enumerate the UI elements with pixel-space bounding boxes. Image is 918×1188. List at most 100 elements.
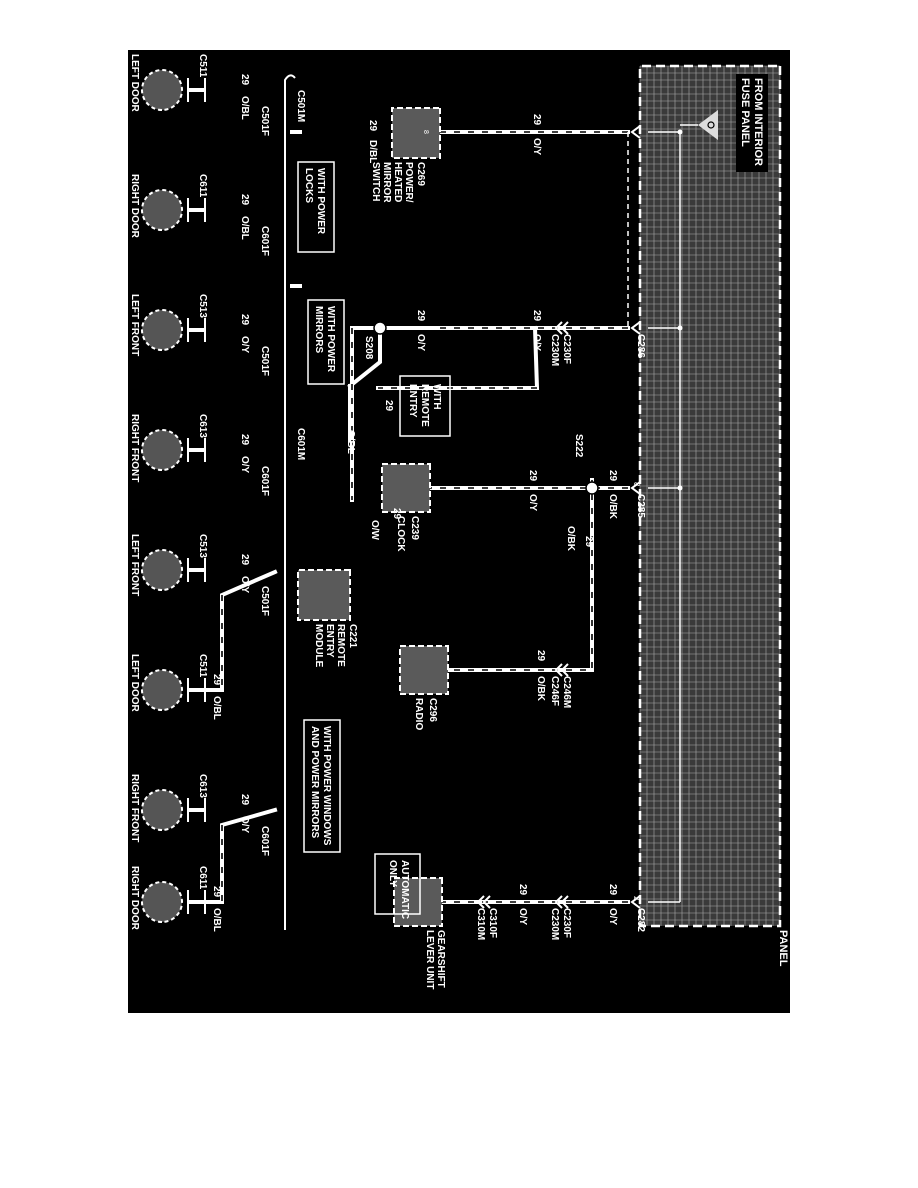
lamp-label: LEFT DOORKEY CYLINDER LAMP <box>118 54 140 160</box>
lamp-bulbs <box>141 69 183 923</box>
option-boxes <box>297 161 451 915</box>
option-power-mirrors: WITH POWERMIRRORS <box>313 306 336 373</box>
lamp-left-door-key-cylinder-2 <box>141 669 183 711</box>
lamp-connector-label: C611 <box>197 174 208 198</box>
wire-color-code: O/BL <box>239 216 250 240</box>
connector-label-c246m: C246M <box>561 676 572 708</box>
gearshift-lever-unit-label: GEARSHIFTLEVER UNIT <box>424 930 446 989</box>
splice-s208 <box>373 321 387 335</box>
circuit-number: 29 <box>239 554 250 566</box>
diagram-rotated-frame: FROM INTERIORFUSE PANEL INTERIORFUSEPANE… <box>118 54 813 989</box>
lamp-connector-label: C501F <box>259 106 270 136</box>
connector-label-c501m: C501M <box>295 90 306 122</box>
wire-color-code: O/BK <box>607 494 618 520</box>
wire-color-code: O/Y <box>239 336 250 354</box>
circuit-number: 29 <box>383 400 394 412</box>
wire-color-code: O/BL <box>211 908 222 932</box>
circuit-number: 29 <box>527 470 538 482</box>
bus-bar <box>284 74 296 930</box>
circuit-number: 29 <box>211 886 222 898</box>
lamp-connector-label: C611 <box>197 866 208 890</box>
wire-color-code: O/BL <box>345 430 356 454</box>
wire-dashes <box>221 131 628 903</box>
connector-label-c230f: C230F <box>561 334 572 364</box>
connector-label-c239: C239 <box>409 516 420 540</box>
option-remote-entry: WITHREMOTEENTRY <box>407 384 442 427</box>
circuit-number: 29 <box>391 508 402 520</box>
circuit-number: 29 <box>607 470 618 482</box>
wire-color-code: O/BK <box>535 676 546 702</box>
circuit-number: 29 <box>211 674 222 686</box>
lamp-right-door-key-cylinder <box>141 189 183 231</box>
wire-color-code: O/BK <box>565 526 576 552</box>
circuit-number: 29 <box>531 114 542 126</box>
remote-entry-module-label: REMOTEENTRYMODULE <box>313 624 346 668</box>
wire-color-code: O/Y <box>607 908 618 926</box>
connector-label-c221: C221 <box>347 624 358 648</box>
connector-label-c310f: C310F <box>487 908 498 938</box>
circuit-number: 29 <box>415 310 426 322</box>
lamp-label: RIGHT FRONTUNDER DOOR LAMP <box>118 774 140 874</box>
circuit-number: 29 <box>367 120 378 132</box>
remote-entry-module-component <box>297 569 351 621</box>
lamp-connector-label: C601F <box>259 466 270 496</box>
lamp-connector-label: C513 <box>197 294 208 318</box>
connector-label-c246f: C246F <box>549 676 560 706</box>
wire-color-code: O/Y <box>239 816 250 834</box>
circuit-number: 29 <box>607 884 618 896</box>
lamp-right-front-under-door <box>141 429 183 471</box>
radio-component <box>399 645 449 695</box>
connector-label-c230m: C230M <box>549 334 560 366</box>
option-power-locks: WITH POWERLOCKS <box>303 168 326 235</box>
connector-label-c282: C282 <box>635 908 646 932</box>
circuit-number: 29 <box>239 194 250 206</box>
lamp-connector-label: C501F <box>259 586 270 616</box>
wire-color-code: O/Y <box>239 576 250 594</box>
lamp-connector-label: C601F <box>259 826 270 856</box>
fuse-panel-title: INTERIORFUSEPANEL <box>777 930 813 983</box>
lamp-label: RIGHT DOORKEY CYLINDER LAMP <box>118 866 140 972</box>
fuse-panel-source-label: FROM INTERIORFUSE PANEL <box>739 78 764 166</box>
lamp-right-front-under-door-2 <box>141 789 183 831</box>
circuit-number: 29 <box>239 74 250 86</box>
wire-color-code: O/Y <box>531 138 542 156</box>
connector-label-c286: C286 <box>635 334 646 358</box>
clock-component <box>381 463 431 513</box>
lamp-connector-label: C613 <box>197 414 208 438</box>
wire-color-code: O/Y <box>531 334 542 352</box>
fuse-panel-hatch <box>639 65 781 926</box>
option-automatic-only: AUTOMATICONLY <box>387 860 410 919</box>
lamp-label: LEFT FRONTUNDER DOOR LAMP <box>118 294 140 394</box>
wire-color-code: O/Y <box>239 456 250 474</box>
wire-color-code: O/BL <box>211 696 222 720</box>
clock-label: CLOCK <box>395 516 406 552</box>
lamp-connector-label: C513 <box>197 534 208 558</box>
lamp-connector-label: C501F <box>259 346 270 376</box>
lamp-left-door-key-cylinder <box>141 69 183 111</box>
lamp-label: RIGHT FRONTUNDER DOOR LAMP <box>118 414 140 514</box>
lamp-label: LEFT DOORKEY CYLINDER LAMP <box>118 654 140 760</box>
wire-color-code: O/Y <box>517 908 528 926</box>
connector-label-c601m: C601M <box>295 428 306 460</box>
wire-color-code: O/Y <box>415 334 426 352</box>
circuit-number: 29 <box>517 884 528 896</box>
lamp-drops <box>188 88 208 904</box>
option-power-windows: WITH POWER WINDOWSAND POWER MIRRORS <box>309 726 332 846</box>
lamp-left-front-under-door <box>141 309 183 351</box>
lamp-label: LEFT FRONTUNDER DOOR LAMP <box>118 534 140 634</box>
circuit-number: 29 <box>239 434 250 446</box>
connector-label-c310m: C310M <box>475 908 486 940</box>
circuit-number: 29 <box>531 310 542 322</box>
wire-color-code: D/BL <box>367 140 378 163</box>
svg-text:8: 8 <box>422 130 429 134</box>
splice-s222 <box>585 481 599 495</box>
radio-label: RADIO <box>413 698 424 730</box>
connector-label-c230m-2: C230M <box>549 908 560 940</box>
wire-color-code: O/Y <box>527 494 538 512</box>
connector-label-c269: C269 <box>415 162 426 186</box>
lamp-label: RIGHT DOORKEY CYLINDER LAMP <box>118 174 140 280</box>
circuit-number: 29 <box>239 314 250 326</box>
lamp-left-front-under-door-2 <box>141 549 183 591</box>
lamp-connector-label: C601F <box>259 226 270 256</box>
